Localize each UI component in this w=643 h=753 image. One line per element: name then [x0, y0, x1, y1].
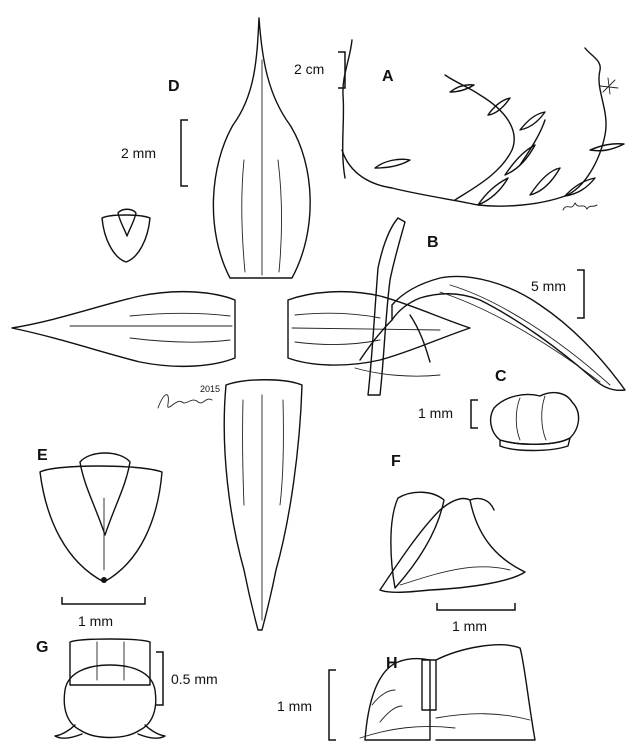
panel-h-column-lateral	[359, 644, 536, 741]
illustrator-signature	[157, 394, 213, 409]
panel-e-scale-bar	[61, 597, 146, 605]
panel-a-habit	[338, 39, 625, 207]
panel-b-scale: 5 mm	[531, 278, 566, 294]
habit-artist-signature	[562, 202, 598, 211]
panel-d-scale: 2 mm	[121, 145, 156, 161]
panel-c-scale-bar	[470, 399, 478, 429]
panel-c-scale: 1 mm	[418, 405, 453, 421]
panel-c-anther	[489, 391, 580, 452]
panel-d-letter: D	[168, 78, 180, 95]
small-lip-thumbnail	[101, 208, 151, 263]
panel-f-scale-bar	[436, 603, 516, 611]
panel-f-scale: 1 mm	[452, 618, 487, 634]
panel-d-dorsal-sepal	[212, 17, 311, 279]
panel-e-lip	[39, 452, 163, 583]
panel-g-column	[54, 638, 166, 739]
panel-h-scale: 1 mm	[277, 698, 312, 714]
panel-d-right-petal	[287, 290, 471, 366]
panel-d-lateral-sepal	[223, 379, 303, 631]
panel-e-letter: E	[37, 447, 48, 464]
panel-d-scale-bar	[180, 119, 188, 187]
panel-h-letter: H	[386, 655, 398, 672]
panel-a-scale: 2 cm	[294, 61, 324, 77]
illustrator-year: 2015	[200, 384, 220, 394]
panel-h-scale-bar	[328, 669, 336, 741]
panel-f-lip-lateral	[379, 491, 526, 593]
panel-g-letter: G	[36, 639, 48, 656]
panel-d-left-petal	[11, 290, 236, 368]
panel-e-scale: 1 mm	[78, 613, 113, 629]
panel-a-scale-bar	[338, 51, 346, 89]
panel-c-letter: C	[495, 368, 507, 385]
panel-b-scale-bar	[577, 269, 585, 319]
panel-b-stem-leaf	[354, 217, 626, 396]
panel-a-letter: A	[382, 68, 394, 85]
panel-b-letter: B	[427, 234, 439, 251]
panel-g-scale-bar	[156, 651, 164, 706]
panel-f-letter: F	[391, 453, 401, 470]
panel-g-scale: 0.5 mm	[171, 671, 218, 687]
